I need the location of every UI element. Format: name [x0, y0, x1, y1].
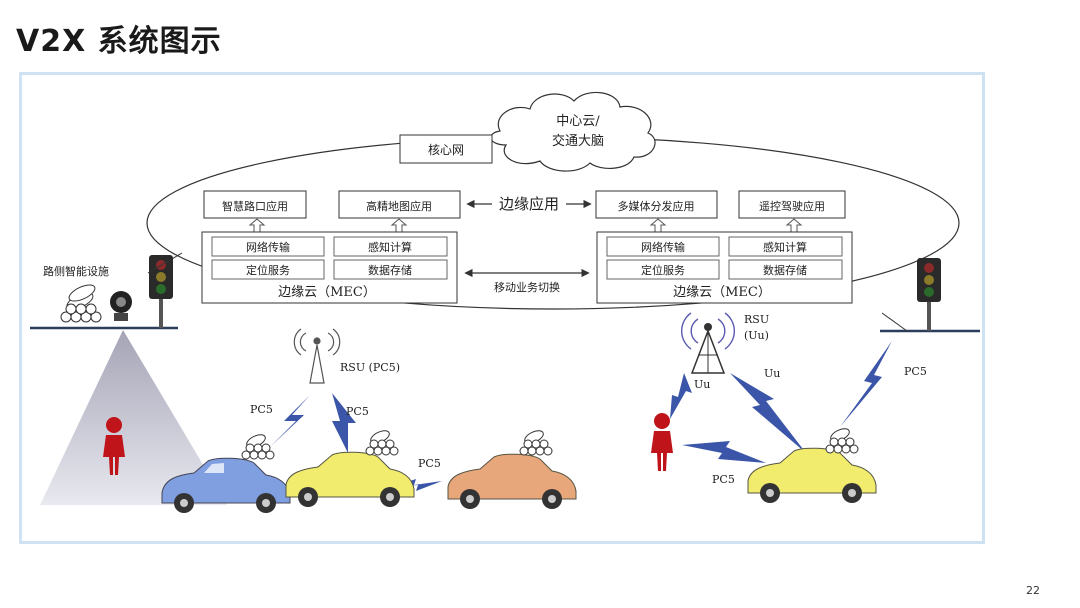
- mec-function: 定位服务: [641, 263, 685, 277]
- lightning-icon: [682, 441, 766, 463]
- rsu-right-label-line1: RSU: [744, 313, 769, 326]
- diagram-frame: 中心云/ 交通大脑 核心网 智慧路口应用 高精地图应用 多媒体分发应用 遥控驾驶…: [19, 72, 985, 544]
- core-network-label: 核心网: [428, 143, 464, 157]
- mec-function: 数据存储: [763, 263, 807, 277]
- cloud-label-line1: 中心云/: [556, 114, 600, 129]
- mec-function: 网络传输: [246, 240, 290, 254]
- lightning-icon: [270, 395, 310, 447]
- uu-label: Uu: [764, 367, 780, 380]
- uu-label: Uu: [694, 378, 710, 391]
- pc5-label: PC5: [250, 403, 273, 416]
- v2x-diagram: 中心云/ 交通大脑 核心网 智慧路口应用 高精地图应用 多媒体分发应用 遥控驾驶…: [30, 91, 980, 513]
- camera-coverage: [40, 330, 227, 505]
- mec-right: 网络传输 感知计算 定位服务 数据存储 边缘云（MEC）: [596, 231, 853, 304]
- wireless-links: [270, 341, 892, 491]
- car-blue-icon: [161, 457, 291, 513]
- edge-app-row-left: 智慧路口应用 高精地图应用: [203, 190, 461, 219]
- pedestrian-right-icon: [651, 413, 673, 471]
- mec-label: 边缘云（MEC）: [278, 285, 376, 300]
- rsu-left-icon: [293, 328, 341, 384]
- onboard-sensor-icon: [241, 428, 859, 460]
- page-number: 22: [1026, 584, 1040, 597]
- mec-function: 数据存储: [368, 263, 412, 277]
- lightning-icon: [670, 373, 692, 419]
- camera-icon: [110, 291, 132, 321]
- rsu-left-label: RSU (PC5): [340, 361, 400, 374]
- mec-function: 定位服务: [246, 263, 290, 277]
- page-title: V2X 系统图示: [16, 24, 222, 59]
- car-yellow-right-icon: [747, 447, 877, 503]
- traffic-light-left-icon: [149, 255, 173, 328]
- mec-label: 边缘云（MEC）: [673, 285, 771, 300]
- pc5-label: PC5: [904, 365, 927, 378]
- roadside-sensor-icon: [60, 284, 102, 323]
- car-orange-icon: [447, 453, 577, 509]
- cloud-label-line2: 交通大脑: [552, 133, 604, 149]
- roadside-label: 路侧智能设施: [43, 264, 109, 278]
- mec-left: 网络传输 感知计算 定位服务 数据存储 边缘云（MEC）: [201, 231, 458, 304]
- handover-label: 移动业务切换: [494, 280, 560, 294]
- car-yellow-left-icon: [285, 451, 415, 507]
- pc5-label: PC5: [712, 473, 735, 486]
- app-label: 智慧路口应用: [222, 199, 288, 213]
- lightning-icon: [392, 479, 442, 491]
- mec-function: 网络传输: [641, 240, 685, 254]
- core-network-box: [399, 134, 493, 164]
- edge-app-label: 边缘应用: [499, 195, 559, 213]
- pedestrian-left-icon: [103, 417, 125, 475]
- traffic-light-right-icon: [917, 258, 941, 331]
- rsu-right-label-line2: (Uu): [744, 329, 769, 342]
- rsu-right-icon: [681, 312, 735, 374]
- app-label: 遥控驾驶应用: [759, 199, 825, 213]
- app-label: 高精地图应用: [366, 199, 432, 213]
- lightning-icon: [332, 393, 356, 453]
- mec-function: 感知计算: [368, 240, 412, 254]
- lightning-icon: [730, 373, 806, 453]
- pc5-label: PC5: [418, 457, 441, 470]
- lightning-icon: [840, 341, 892, 427]
- pc5-label: PC5: [346, 405, 369, 418]
- edge-app-row-right: 多媒体分发应用 遥控驾驶应用: [595, 190, 846, 219]
- mec-function: 感知计算: [763, 240, 807, 254]
- app-label: 多媒体分发应用: [618, 199, 695, 213]
- cloud-icon: [490, 91, 656, 172]
